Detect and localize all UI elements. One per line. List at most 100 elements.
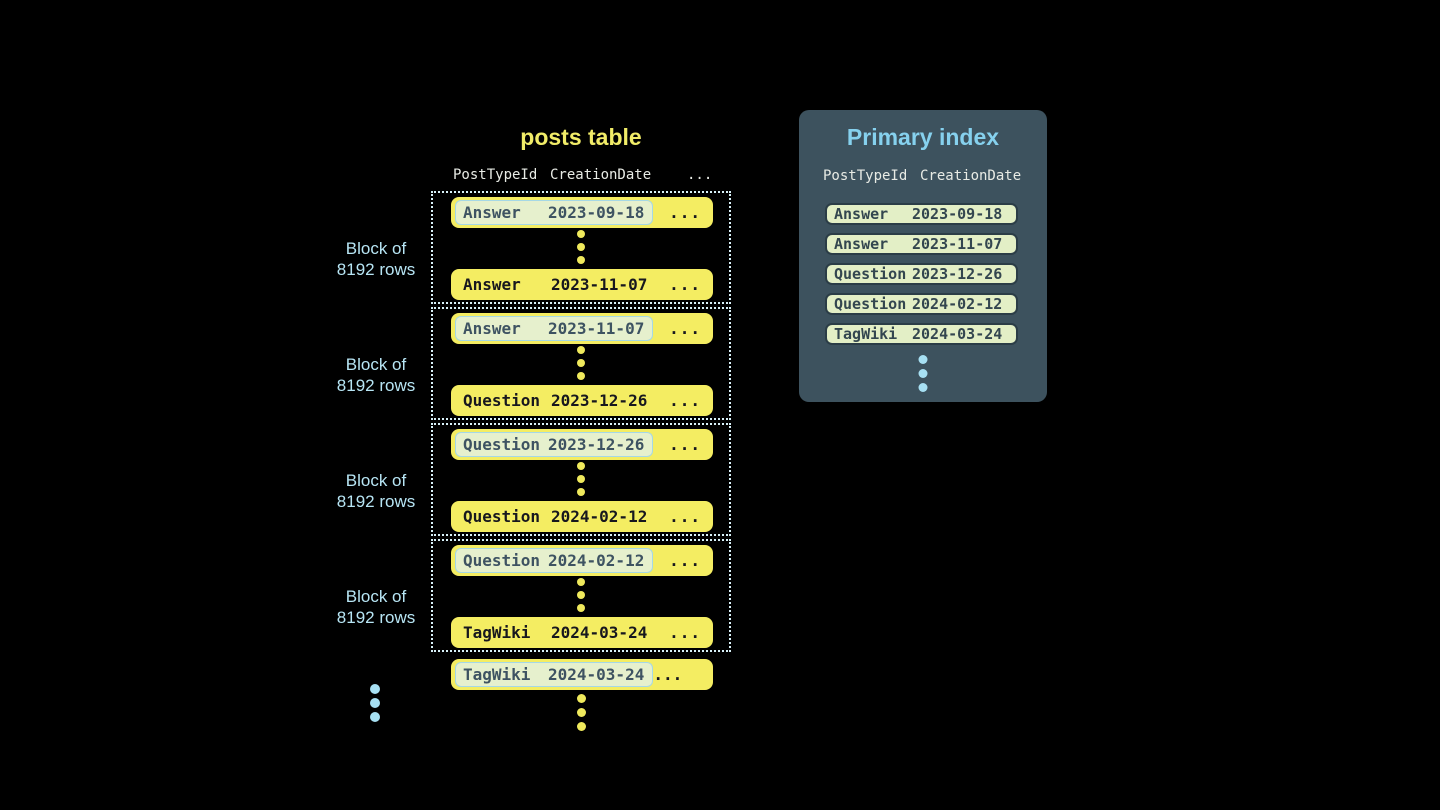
column-header-creationdate: CreationDate — [920, 168, 1022, 184]
block-label-4: Block of 8192 rows — [306, 586, 446, 628]
table-row-first: Question 2023-12-26 ... — [451, 429, 713, 460]
hidden-rows-dots — [577, 462, 585, 496]
row-block-4: Question 2024-02-12 ... TagWiki 2024-03-… — [431, 539, 731, 652]
row-ellipsis: ... — [669, 551, 701, 570]
block-label-2: Block of 8192 rows — [306, 354, 446, 396]
row-ellipsis: ... — [653, 665, 683, 684]
post-type-cell: Answer — [463, 275, 521, 294]
dot-icon — [918, 355, 928, 364]
block-label-line2: 8192 rows — [336, 608, 416, 627]
post-type-cell: Answer — [834, 235, 889, 253]
dot-icon — [577, 372, 585, 380]
dot-icon — [577, 694, 586, 703]
hidden-rows-dots — [577, 578, 585, 612]
row-ellipsis: ... — [669, 203, 701, 222]
table-row-last: Answer 2023-11-07 ... — [451, 269, 713, 300]
post-type-cell: Question — [463, 551, 541, 570]
creation-date-cell: 2023-12-26 — [551, 391, 648, 410]
block-label-line2: 8192 rows — [336, 376, 416, 395]
block-label-line2: 8192 rows — [336, 260, 416, 279]
post-type-cell: TagWiki — [463, 665, 531, 684]
post-type-cell: Question — [463, 391, 541, 410]
row-ellipsis: ... — [669, 435, 701, 454]
block-label-line1: Block of — [345, 239, 407, 258]
dot-icon — [577, 604, 585, 612]
dot-icon — [577, 722, 586, 731]
row-block-2: Answer 2023-11-07 ... Question 2023-12-2… — [431, 307, 731, 420]
table-row-first: Answer 2023-11-07 ... — [451, 313, 713, 344]
row-block-1: Answer 2023-09-18 ... Answer 2023-11-07 … — [431, 191, 731, 304]
post-type-cell: Question — [834, 265, 907, 283]
column-header-creationdate: CreationDate — [550, 167, 652, 183]
dot-icon — [370, 712, 380, 722]
column-header-more: ... — [687, 167, 713, 183]
creation-date-cell: 2024-03-24 — [548, 665, 645, 684]
table-row-first: Answer 2023-09-18 ... — [451, 197, 713, 228]
dot-icon — [577, 488, 585, 496]
block-label-line1: Block of — [345, 355, 407, 374]
creation-date-cell: 2024-02-12 — [551, 507, 648, 526]
block-label-1: Block of 8192 rows — [306, 238, 446, 280]
dot-icon — [577, 243, 585, 251]
post-type-cell: TagWiki — [834, 325, 898, 343]
creation-date-cell: 2023-11-07 — [551, 275, 648, 294]
primary-index-title: Primary index — [846, 124, 1000, 150]
dot-icon — [370, 698, 380, 708]
post-type-cell: Answer — [463, 319, 521, 338]
row-ellipsis: ... — [669, 623, 701, 642]
row-ellipsis: ... — [669, 507, 701, 526]
post-type-cell: Question — [834, 295, 907, 313]
row-ellipsis: ... — [669, 319, 701, 338]
more-rows-dots — [577, 694, 586, 731]
dot-icon — [577, 230, 585, 238]
dot-icon — [918, 383, 928, 392]
hidden-rows-dots — [577, 346, 585, 380]
index-entry-highlight: Question 2024-02-12 — [455, 548, 654, 573]
posts-table-title: posts table — [520, 124, 642, 150]
post-type-cell: Question — [463, 507, 541, 526]
creation-date-cell: 2023-12-26 — [912, 265, 1003, 283]
index-row: Question 2023-12-26 — [825, 263, 1018, 285]
dot-icon — [577, 475, 585, 483]
table-row-last: Question 2023-12-26 ... — [451, 385, 713, 416]
block-label-line1: Block of — [345, 471, 407, 490]
post-type-cell: Answer — [834, 205, 889, 223]
block-label-3: Block of 8192 rows — [306, 470, 446, 512]
creation-date-cell: 2023-12-26 — [548, 435, 645, 454]
row-ellipsis: ... — [669, 275, 701, 294]
post-type-cell: Question — [463, 435, 541, 454]
row-ellipsis: ... — [669, 391, 701, 410]
dot-icon — [577, 591, 585, 599]
table-row-last: TagWiki 2024-03-24 ... — [451, 617, 713, 648]
dot-icon — [577, 359, 585, 367]
index-row: Question 2024-02-12 — [825, 293, 1018, 315]
more-blocks-dots — [370, 684, 380, 722]
block-label-line1: Block of — [345, 587, 407, 606]
more-index-entries-dots — [918, 355, 928, 392]
column-header-posttypeid: PostTypeId — [453, 167, 538, 183]
dot-icon — [577, 346, 585, 354]
index-entry-highlight: Answer 2023-09-18 — [455, 200, 654, 225]
dot-icon — [577, 462, 585, 470]
creation-date-cell: 2024-03-24 — [551, 623, 648, 642]
table-row-last: Question 2024-02-12 ... — [451, 501, 713, 532]
index-entry-highlight: Answer 2023-11-07 — [455, 316, 654, 341]
index-row: Answer 2023-11-07 — [825, 233, 1018, 255]
index-row: TagWiki 2024-03-24 — [825, 323, 1018, 345]
index-entry-highlight: TagWiki 2024-03-24 — [455, 662, 654, 687]
dot-icon — [577, 708, 586, 717]
creation-date-cell: 2024-02-12 — [912, 295, 1003, 313]
post-type-cell: Answer — [463, 203, 521, 222]
creation-date-cell: 2023-11-07 — [912, 235, 1003, 253]
post-type-cell: TagWiki — [463, 623, 531, 642]
hidden-rows-dots — [577, 230, 585, 264]
creation-date-cell: 2023-11-07 — [548, 319, 645, 338]
creation-date-cell: 2023-09-18 — [548, 203, 645, 222]
table-row-next-block: TagWiki 2024-03-24 ... — [451, 659, 713, 690]
row-block-3: Question 2023-12-26 ... Question 2024-02… — [431, 423, 731, 536]
dot-icon — [370, 684, 380, 694]
column-header-posttypeid: PostTypeId — [823, 168, 908, 184]
index-entry-highlight: Question 2023-12-26 — [455, 432, 654, 457]
dot-icon — [577, 256, 585, 264]
